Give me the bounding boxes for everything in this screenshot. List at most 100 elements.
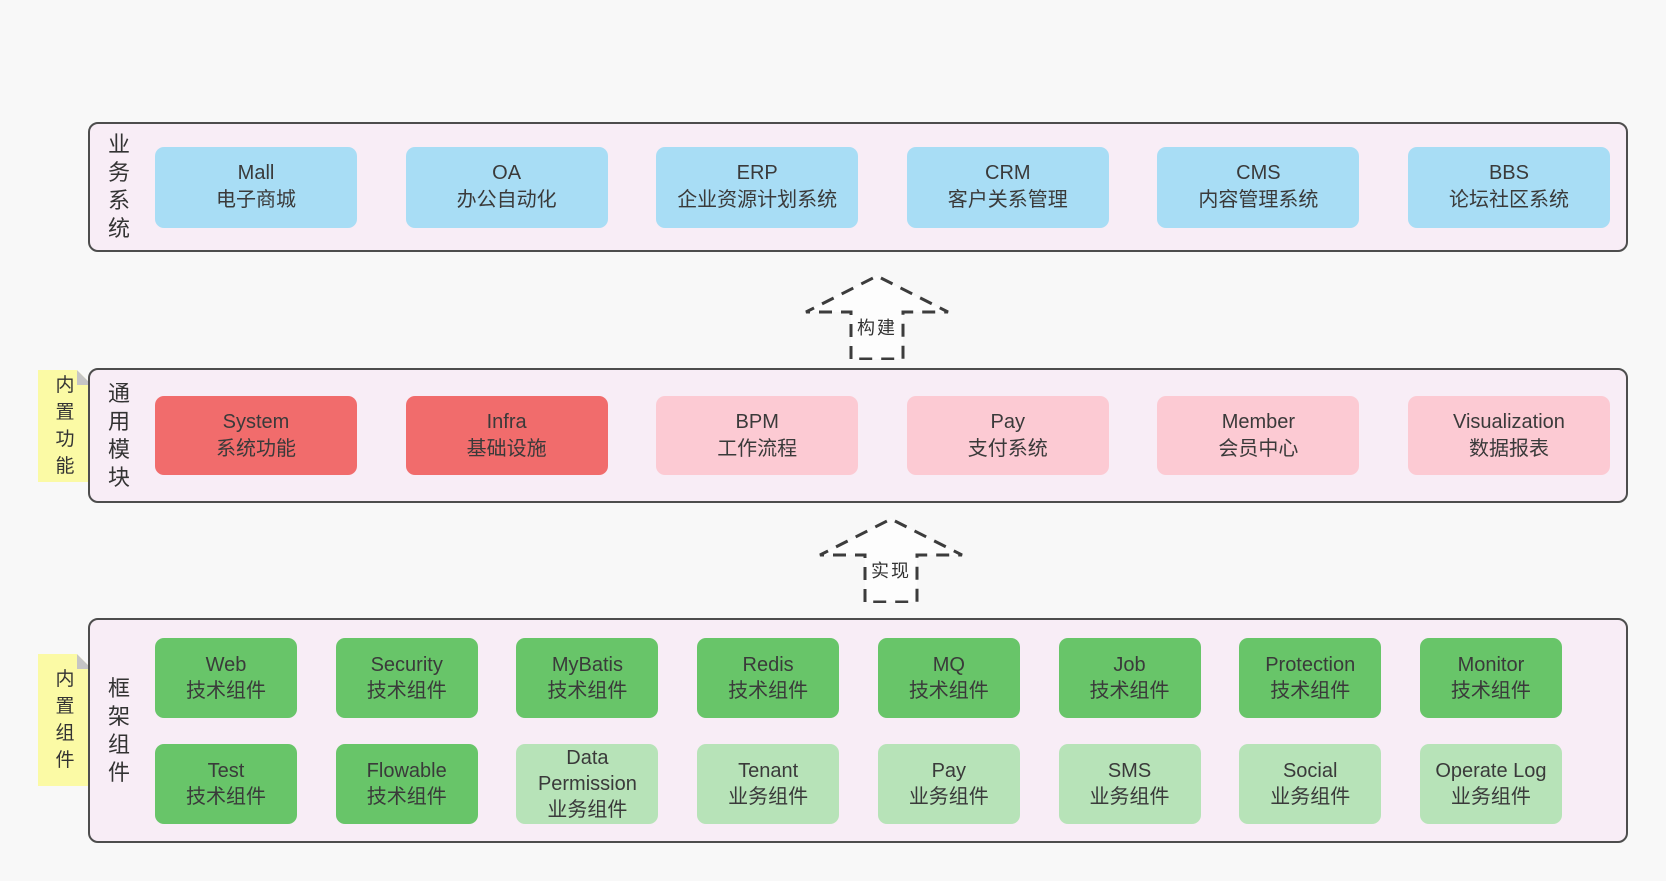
box-pay-component: Pay 业务组件 bbox=[877, 743, 1020, 824]
box-test: Test 技术组件 bbox=[155, 743, 297, 824]
box-subtitle: 业务组件 bbox=[1089, 785, 1170, 808]
box-row: Test 技术组件 Flowable 技术组件 Data Permission … bbox=[155, 743, 1562, 824]
box-subtitle: 技术组件 bbox=[908, 679, 989, 702]
layer-business-systems: 业务系统 Mall 电子商城 OA 办公自动化 ERP 企业资源计划系统 CRM… bbox=[88, 122, 1628, 252]
box-title: BPM bbox=[735, 410, 779, 433]
box-title: Pay bbox=[990, 410, 1026, 433]
box-title: Tenant bbox=[738, 759, 799, 782]
box-pay-module: Pay 支付系统 bbox=[906, 396, 1109, 475]
box-erp: ERP 企业资源计划系统 bbox=[656, 146, 859, 228]
box-title: Redis bbox=[742, 653, 794, 676]
box-operate-log: Operate Log 业务组件 bbox=[1419, 743, 1562, 824]
box-title: Flowable bbox=[366, 759, 447, 782]
box-title: Protection bbox=[1265, 653, 1356, 676]
box-subtitle: 内容管理系统 bbox=[1198, 189, 1319, 211]
box-monitor: Monitor 技术组件 bbox=[1419, 637, 1562, 718]
box-title: Job bbox=[1113, 653, 1146, 676]
box-subtitle: 业务组件 bbox=[1450, 785, 1531, 808]
box-subtitle: 办公自动化 bbox=[456, 189, 557, 211]
box-flowable: Flowable 技术组件 bbox=[335, 743, 478, 824]
layer-common-modules: 通用模块 System 系统功能 Infra 基础设施 BPM 工作流程 Pay… bbox=[88, 368, 1628, 503]
box-title: System bbox=[222, 410, 290, 433]
box-title: Social bbox=[1282, 759, 1338, 782]
sticky-label: 内置组件 bbox=[55, 669, 75, 771]
build-arrow: 构建 bbox=[802, 274, 952, 361]
box-title: Operate Log bbox=[1435, 759, 1547, 782]
box-title: SMS bbox=[1107, 759, 1152, 782]
box-tenant: Tenant 业务组件 bbox=[697, 743, 840, 824]
box-title: MQ bbox=[932, 653, 965, 676]
box-title: BBS bbox=[1488, 162, 1529, 184]
box-mq: MQ 技术组件 bbox=[877, 637, 1020, 718]
box-title: Web bbox=[205, 653, 247, 676]
box-row: Mall 电子商城 OA 办公自动化 ERP 企业资源计划系统 CRM 客户关系… bbox=[155, 124, 1610, 250]
box-redis: Redis 技术组件 bbox=[697, 637, 840, 718]
box-crm: CRM 客户关系管理 bbox=[906, 146, 1109, 228]
box-title: Visualization bbox=[1453, 410, 1565, 433]
box-title: Security bbox=[370, 653, 443, 676]
box-job: Job 技术组件 bbox=[1058, 637, 1201, 718]
box-title: OA bbox=[492, 162, 522, 184]
box-subtitle: 数据报表 bbox=[1468, 437, 1549, 460]
up-block-arrow-icon bbox=[805, 274, 949, 361]
box-subtitle: 技术组件 bbox=[728, 679, 809, 702]
box-title: Mall bbox=[237, 162, 275, 184]
box-subtitle: 技术组件 bbox=[366, 785, 447, 808]
box-subtitle: 业务组件 bbox=[908, 785, 989, 808]
box-title: Pay bbox=[931, 759, 967, 782]
box-title: Infra bbox=[486, 410, 527, 433]
layer-label: 业务系统 bbox=[107, 132, 130, 241]
box-subtitle: 技术组件 bbox=[366, 679, 447, 702]
box-title: Test bbox=[207, 759, 245, 782]
box-subtitle: 企业资源计划系统 bbox=[677, 189, 838, 211]
layer-label: 通用模块 bbox=[107, 380, 130, 490]
box-row: Web 技术组件 Security 技术组件 MyBatis 技术组件 Redi… bbox=[155, 637, 1562, 718]
box-cms: CMS 内容管理系统 bbox=[1157, 146, 1360, 228]
box-grid: Web 技术组件 Security 技术组件 MyBatis 技术组件 Redi… bbox=[155, 620, 1562, 841]
arrow-label: 实现 bbox=[871, 561, 911, 581]
box-data-permission: Data Permission 业务组件 bbox=[516, 743, 659, 824]
box-subtitle: 技术组件 bbox=[1270, 679, 1351, 702]
box-sms: SMS 业务组件 bbox=[1058, 743, 1201, 824]
arrow-label: 构建 bbox=[857, 318, 897, 338]
box-title: CMS bbox=[1236, 162, 1281, 184]
box-subtitle: 会员中心 bbox=[1218, 437, 1299, 460]
layer-framework-components: 框架组件 Web 技术组件 Security 技术组件 MyBatis 技术组件… bbox=[88, 618, 1628, 843]
box-subtitle: 电子商城 bbox=[216, 189, 296, 211]
sticky-note-built-in-features: 内置功能 bbox=[38, 370, 92, 482]
box-bpm: BPM 工作流程 bbox=[656, 396, 859, 475]
sticky-note-built-in-components: 内置组件 bbox=[38, 654, 92, 786]
box-title: Member bbox=[1221, 410, 1296, 433]
layer-label: 框架组件 bbox=[107, 675, 130, 785]
box-subtitle: 论坛社区系统 bbox=[1448, 189, 1569, 211]
box-mall: Mall 电子商城 bbox=[155, 146, 357, 228]
box-security: Security 技术组件 bbox=[335, 637, 478, 718]
box-visualization: Visualization 数据报表 bbox=[1407, 396, 1610, 475]
box-protection: Protection 技术组件 bbox=[1239, 637, 1382, 718]
box-row: System 系统功能 Infra 基础设施 BPM 工作流程 Pay 支付系统… bbox=[155, 370, 1610, 501]
box-title: ERP bbox=[736, 162, 778, 184]
box-title: CRM bbox=[985, 162, 1031, 184]
box-infra: Infra 基础设施 bbox=[405, 396, 608, 475]
box-subtitle: 技术组件 bbox=[186, 785, 266, 808]
box-web: Web 技术组件 bbox=[155, 637, 297, 718]
box-subtitle: 工作流程 bbox=[717, 437, 798, 460]
box-subtitle: 业务组件 bbox=[1270, 785, 1351, 808]
box-subtitle: 系统功能 bbox=[216, 437, 296, 460]
box-subtitle: 业务组件 bbox=[728, 785, 809, 808]
box-subtitle: 技术组件 bbox=[1089, 679, 1170, 702]
box-social: Social 业务组件 bbox=[1239, 743, 1382, 824]
sticky-label: 内置功能 bbox=[55, 375, 75, 477]
box-title: Monitor bbox=[1457, 653, 1525, 676]
box-subtitle: 基础设施 bbox=[466, 437, 547, 460]
box-subtitle: 支付系统 bbox=[967, 437, 1048, 460]
box-title: Data Permission bbox=[537, 746, 637, 795]
implement-arrow: 实现 bbox=[816, 517, 966, 604]
box-member: Member 会员中心 bbox=[1157, 396, 1360, 475]
box-subtitle: 技术组件 bbox=[186, 679, 266, 702]
box-title: MyBatis bbox=[551, 653, 623, 676]
up-block-arrow-icon bbox=[819, 517, 963, 604]
box-subtitle: 技术组件 bbox=[1450, 679, 1531, 702]
box-bbs: BBS 论坛社区系统 bbox=[1407, 146, 1610, 228]
